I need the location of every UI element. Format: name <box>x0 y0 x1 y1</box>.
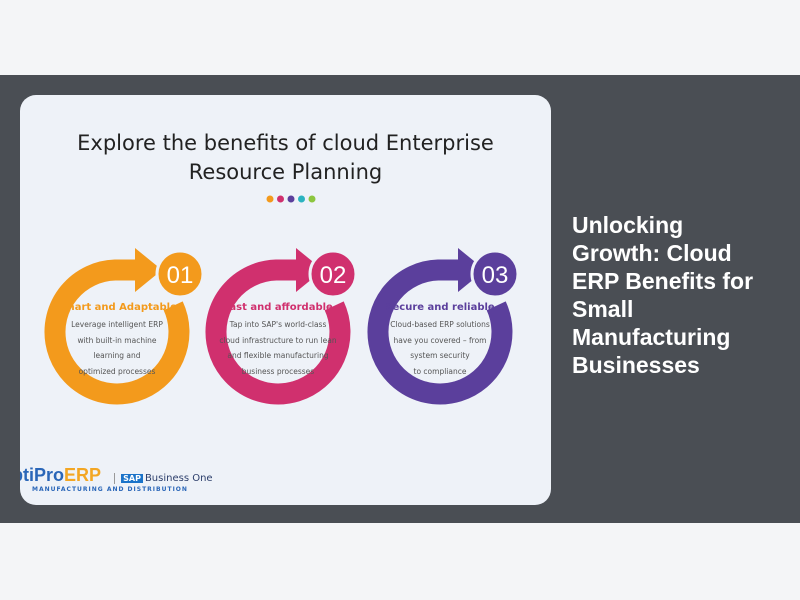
step-number: 01 <box>167 262 194 289</box>
decor-dot <box>266 195 274 203</box>
step-2-text: Fast and affordable Tap into SAP's world… <box>208 302 348 379</box>
title-line-2: Resource Planning <box>188 160 383 184</box>
arrow-head-icon <box>135 248 162 292</box>
step-3-text: Secure and reliable Cloud-based ERP solu… <box>370 302 510 379</box>
article-title: Unlocking Growth: Cloud ERP Benefits for… <box>572 212 754 378</box>
step-1-text: Smart and Adaptable Leverage intelligent… <box>47 302 187 379</box>
step-line: and flexible manufacturing <box>227 351 329 360</box>
step-line: cloud infrastructure to run lean <box>219 335 337 345</box>
cycle-arrow-arc <box>44 259 190 405</box>
cycle-graphic: 01 02 03 <box>44 195 520 405</box>
step-number-badge <box>155 249 205 299</box>
infographic-card: 01 02 03 Explore the benefits of cloud Ent… <box>20 95 551 505</box>
step-2-ring: 02 <box>205 248 358 405</box>
step-line: system security <box>410 351 470 360</box>
step-number-badge <box>308 249 358 299</box>
decor-dot <box>308 195 316 203</box>
step-heading: Fast and affordable <box>223 302 333 313</box>
step-number: 03 <box>482 262 509 289</box>
step-3-ring: 03 <box>367 248 520 405</box>
step-1-ring: 01 <box>44 248 205 405</box>
step-line: business processes <box>241 366 315 376</box>
step-line: Cloud-based ERP solutions <box>390 320 490 329</box>
step-line: have you covered – from <box>393 335 487 345</box>
decor-dot <box>277 195 284 203</box>
logo-partner: Business One <box>144 473 213 484</box>
cycle-arrow-arc <box>367 259 513 405</box>
logo-brand-accent: ERP <box>64 465 102 485</box>
decor-dot <box>298 195 305 203</box>
sap-mark: SAP <box>121 474 143 483</box>
decor-dots <box>266 195 316 203</box>
step-line: optimized processes <box>78 366 156 376</box>
logo-tagline: MANUFACTURING AND DISTRIBUTION <box>32 486 188 493</box>
infographic-title: Explore the benefits of cloud Enterprise… <box>20 129 551 187</box>
step-line: to compliance <box>413 366 467 376</box>
step-line: Tap into SAP's world-class <box>229 320 327 329</box>
decor-dot <box>287 195 295 203</box>
step-number-badge <box>470 249 520 299</box>
title-line-1: Explore the benefits of cloud Enterprise <box>77 131 494 155</box>
logo-brand: ptiPro <box>20 465 64 485</box>
step-heading: Smart and Adaptable <box>57 302 177 313</box>
step-line: learning and <box>93 351 141 360</box>
step-number: 02 <box>320 262 347 289</box>
step-line: with built-in machine <box>77 335 157 345</box>
cycle-arrow-arc <box>205 259 351 405</box>
step-heading: Secure and reliable <box>385 302 495 313</box>
step-line: Leverage intelligent ERP <box>71 320 163 329</box>
